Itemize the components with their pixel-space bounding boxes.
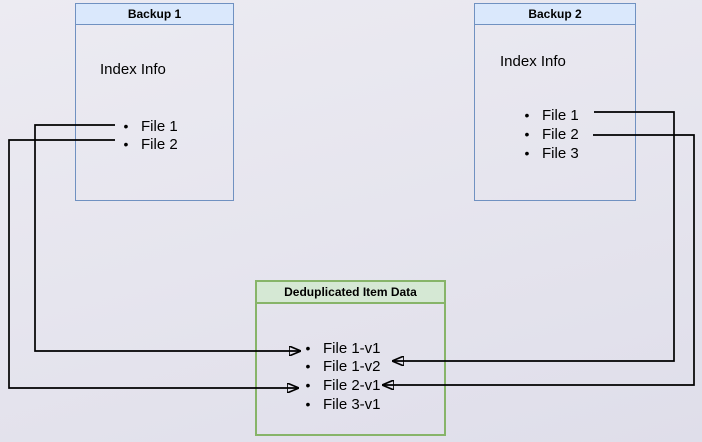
backup1-header: Backup 1 [76,4,233,25]
backup2-title: Backup 2 [528,7,582,21]
item-label: File 1 [141,117,178,135]
item-label: File 3-v1 [323,395,381,413]
dedup-header: Deduplicated Item Data [257,282,444,304]
bullet-icon: • [524,126,530,142]
bullet-icon: • [305,377,311,393]
bullet-icon: • [524,145,530,161]
backup2-item-file3: • File 3 [523,144,579,162]
item-label: File 1-v2 [323,357,381,375]
backup1-box: Backup 1 [75,3,234,201]
dedup-item-file3-v1: • File 3-v1 [304,395,381,413]
bullet-icon: • [123,136,129,152]
dedup-title: Deduplicated Item Data [284,285,417,299]
item-label: File 2 [141,135,178,153]
backup1-item-file1: • File 1 [122,117,178,135]
bullet-icon: • [305,358,311,374]
bullet-icon: • [305,396,311,412]
item-label: File 1-v1 [323,339,381,357]
bullet-icon: • [524,107,530,123]
dedup-item-file1-v1: • File 1-v1 [304,339,381,357]
bullet-icon: • [123,118,129,134]
dedup-item-file1-v2: • File 1-v2 [304,357,381,375]
backup2-header: Backup 2 [475,4,635,25]
item-label: File 3 [542,144,579,162]
bullet-icon: • [305,340,311,356]
backup2-box: Backup 2 [474,3,636,201]
backup1-index-info-label: Index Info [100,61,166,78]
dedup-item-file2-v1: • File 2-v1 [304,376,381,394]
backup1-item-file2: • File 2 [122,135,178,153]
item-label: File 2-v1 [323,376,381,394]
backup2-index-info-label: Index Info [500,53,566,70]
item-label: File 1 [542,106,579,124]
backup2-item-file1: • File 1 [523,106,579,124]
backup2-item-file2: • File 2 [523,125,579,143]
backup1-title: Backup 1 [127,7,182,21]
item-label: File 2 [542,125,579,143]
